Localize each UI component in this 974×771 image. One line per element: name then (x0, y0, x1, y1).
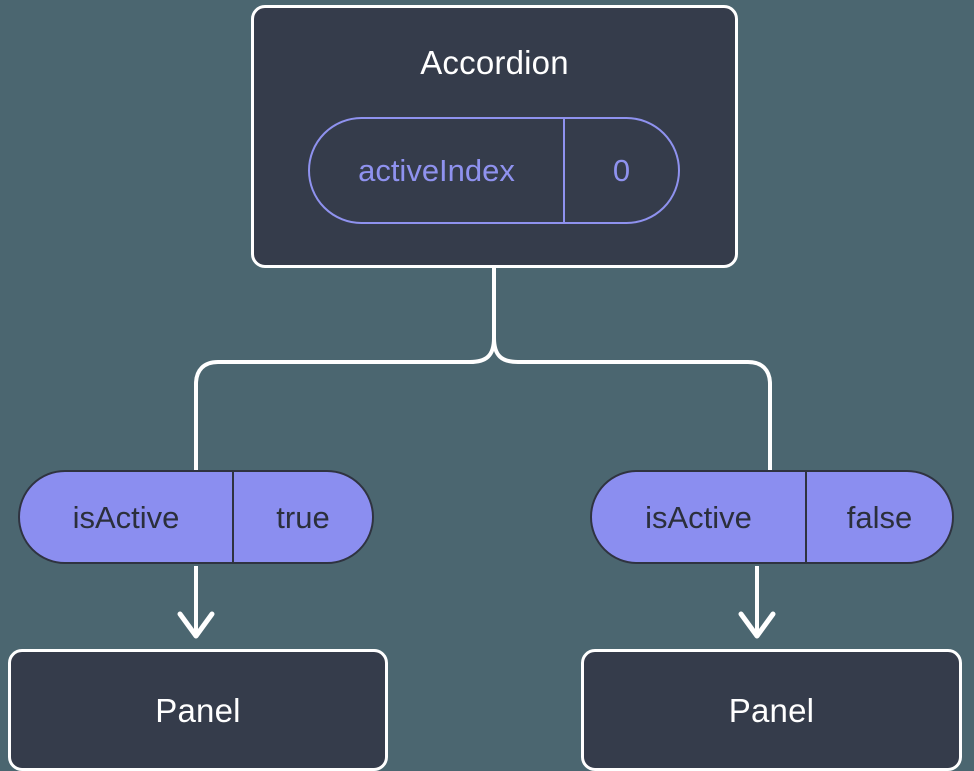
fork-apex-left (194, 337, 496, 470)
right-panel-node-title: Panel (728, 691, 815, 729)
right-prop-pill[interactable]: isActive false (590, 470, 954, 564)
right-panel-node[interactable]: Panel (581, 649, 962, 771)
accordion-state-value: 0 (612, 153, 631, 188)
right-prop-to-panel-arrow (738, 566, 776, 639)
fork-apex-right (492, 337, 772, 470)
accordion-state-divider (563, 119, 565, 222)
left-prop-value: true (276, 499, 330, 535)
accordion-node-title: Accordion (420, 44, 569, 81)
right-prop-key: isActive (645, 499, 752, 535)
left-prop-pill[interactable]: isActive true (18, 470, 374, 564)
accordion-state-key: activeIndex (358, 153, 515, 188)
accordion-state-pill[interactable]: activeIndex 0 (308, 117, 680, 224)
left-prop-divider (232, 472, 234, 562)
left-prop-to-panel-arrow (177, 566, 215, 639)
left-prop-key: isActive (72, 499, 180, 535)
left-panel-node[interactable]: Panel (8, 649, 388, 771)
right-prop-value: false (846, 499, 913, 535)
left-panel-node-title: Panel (155, 691, 241, 729)
accordion-node[interactable]: Accordion (251, 5, 738, 268)
right-prop-divider (805, 472, 807, 562)
